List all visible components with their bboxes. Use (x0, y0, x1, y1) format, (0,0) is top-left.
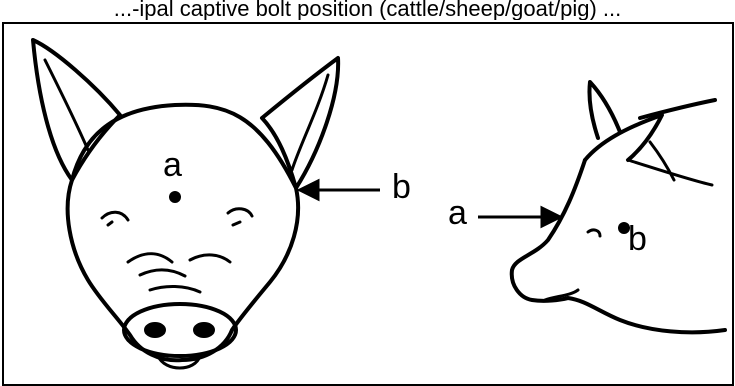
front-left-nostril (144, 322, 166, 338)
side-ear-back (587, 80, 622, 140)
side-arrow-a (478, 205, 564, 229)
front-right-eye (226, 207, 254, 218)
front-right-nostril (193, 322, 215, 338)
front-right-ear (260, 56, 341, 190)
front-label-b: b (392, 168, 411, 206)
front-head-outline (65, 102, 301, 363)
front-snout (122, 302, 238, 358)
front-target-dot (169, 191, 181, 203)
side-head-outline (509, 158, 727, 335)
figure-caption: ...-ipal captive bolt position (cattle/s… (113, 0, 622, 20)
side-eye (586, 228, 602, 238)
side-label-b: b (628, 220, 647, 258)
side-label-a: a (448, 194, 467, 232)
front-left-eye (100, 210, 130, 222)
side-target-dot (618, 222, 630, 234)
front-arrow-b (296, 178, 380, 202)
front-label-a: a (163, 146, 182, 184)
front-left-ear (31, 38, 122, 182)
side-ear-front (583, 113, 664, 162)
